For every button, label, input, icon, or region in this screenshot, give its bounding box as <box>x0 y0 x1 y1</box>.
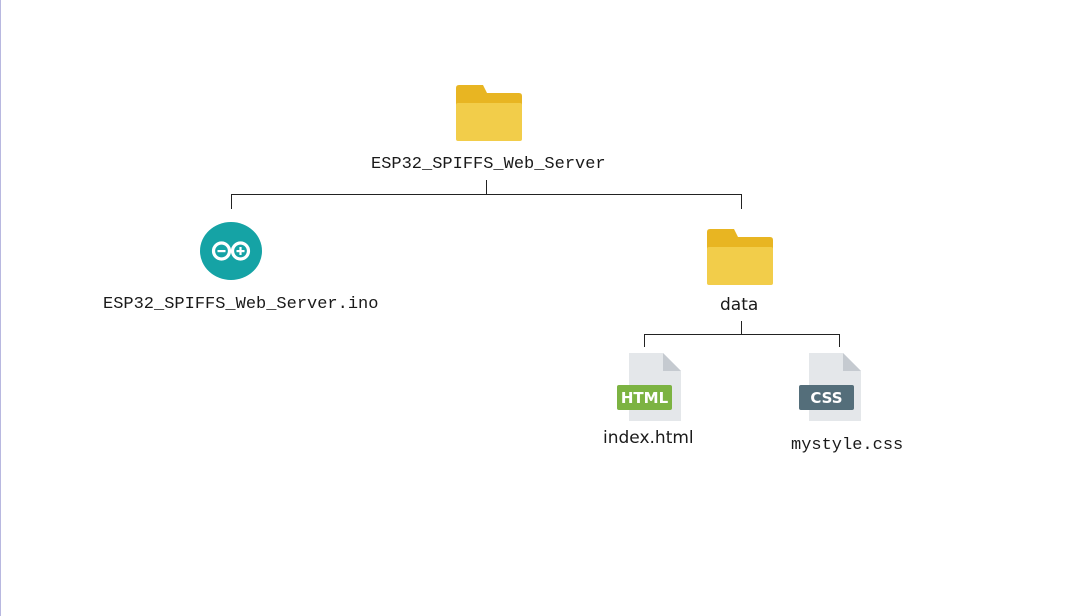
css-file-icon: CSS <box>799 353 861 421</box>
css-badge-text: CSS <box>810 389 842 407</box>
arduino-icon <box>200 222 262 280</box>
root-folder-node[interactable] <box>456 85 522 141</box>
sketch-file-node[interactable] <box>199 221 263 281</box>
css-file-label: mystyle.css <box>791 436 904 455</box>
sketch-file-label: ESP32_SPIFFS_Web_Server.ino <box>103 295 379 314</box>
html-badge-text: HTML <box>621 389 669 407</box>
html-file-node[interactable]: HTML <box>617 353 681 421</box>
html-file-icon: HTML <box>617 353 681 421</box>
folder-icon <box>456 85 522 141</box>
css-file-node[interactable]: CSS <box>799 353 863 421</box>
root-folder-label: ESP32_SPIFFS_Web_Server <box>371 155 606 174</box>
html-file-label: index.html <box>603 428 694 448</box>
folder-icon <box>707 229 773 285</box>
data-folder-label: data <box>720 295 759 315</box>
data-folder-node[interactable] <box>707 229 773 285</box>
